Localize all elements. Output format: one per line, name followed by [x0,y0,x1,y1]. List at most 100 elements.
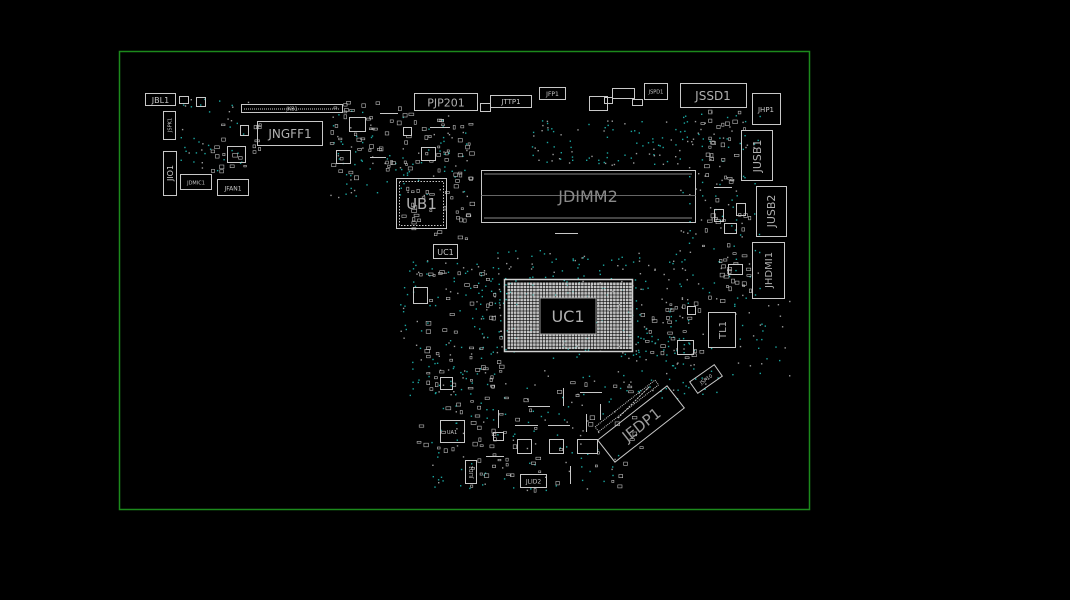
bga-ball [606,327,610,330]
bga-ball [622,327,626,330]
component-ub1[interactable]: UB1 [396,178,447,229]
bga-ball [533,340,536,343]
component-pjp201[interactable]: PJP201 [414,93,478,111]
via [477,266,480,268]
via [669,311,671,313]
bga-ball [533,282,536,286]
component-jspd1[interactable]: JSPD1 [644,83,668,100]
pad [741,227,745,232]
bga-ball [526,285,530,289]
via [433,133,435,136]
via [442,480,444,482]
via [710,158,712,161]
pad [628,390,634,394]
component-jssd1[interactable]: JSSD1 [680,83,747,108]
via [572,159,574,161]
via [638,260,641,262]
pad [490,384,496,388]
component-jspk1[interactable]: JSPK1 [163,111,176,140]
via [543,253,546,255]
component-jlid1[interactable]: JLID1 [465,460,477,484]
bga-ball [536,308,539,311]
via [462,456,465,458]
via [417,381,419,384]
bga-ball [529,308,533,311]
via [505,284,507,286]
pad [691,353,697,357]
bga-ball [558,285,562,289]
component-jfan1[interactable]: JFAN1 [217,179,249,196]
pad [437,230,443,234]
bga-ball [616,298,619,302]
component-jhp1[interactable]: JHP1 [752,93,781,125]
pad [375,101,381,105]
component-jusb1[interactable]: JUSB1 [741,130,773,181]
via [370,124,372,126]
via [624,123,626,125]
via [692,237,694,239]
bga-ball [613,330,616,334]
via [736,195,738,197]
pad [353,175,359,181]
via [416,273,418,275]
bga-ball [613,311,616,314]
component-jhdmi1[interactable]: JHDMI1 [752,242,785,299]
via [682,337,685,340]
component-ua1[interactable]: UA1 [440,420,465,443]
via [665,360,667,362]
via [370,136,373,139]
component-jdimm2[interactable]: JDIMM2 [481,170,696,223]
via [657,144,660,146]
pad [411,202,415,208]
via [500,320,502,322]
via [412,368,414,370]
pad [489,315,494,321]
pad [407,166,413,171]
via [565,461,567,464]
pad [214,145,220,150]
component-jngff1[interactable]: JNGFF1 [257,121,323,146]
via [572,259,574,262]
pad [411,190,415,194]
pad [372,127,378,131]
via [462,191,464,193]
pad [338,137,343,141]
via [501,346,503,348]
pad [732,119,738,124]
via [606,152,609,154]
pad [411,221,417,225]
via [623,381,625,383]
via [571,151,573,153]
via [702,287,704,290]
bga-ball [593,295,597,298]
pad-group [728,264,743,275]
pad [467,142,471,146]
component-jbl1[interactable]: JBL1 [145,93,176,106]
via [437,456,439,458]
pad [534,426,538,430]
via [667,345,670,348]
via [741,236,743,238]
bga-ball [533,301,536,305]
bga-ball [561,295,565,298]
pad [482,367,489,371]
via [670,326,672,328]
bga-ball [622,282,626,286]
bga-ball [613,301,616,305]
component-jfp1[interactable]: JFP1 [539,87,566,100]
component-jttp1[interactable]: JTTP1 [490,95,532,108]
bga-ball [616,301,619,305]
component-uc1[interactable]: UC1 [503,278,634,353]
component-jkb1[interactable]: JKB1 [241,104,343,113]
component-jusb2[interactable]: JUSB2 [756,186,787,237]
component-jio1[interactable]: JIO1 [163,151,177,196]
component-tl1[interactable]: TL1 [708,312,736,348]
component-uc1-small[interactable]: UC1 [433,244,458,259]
via [350,127,352,129]
component-jlid2[interactable]: JLID2 [520,474,547,488]
via [561,270,564,272]
component-jdmic1[interactable]: JDMIC1 [180,174,212,190]
via [460,346,463,349]
via [690,364,692,367]
